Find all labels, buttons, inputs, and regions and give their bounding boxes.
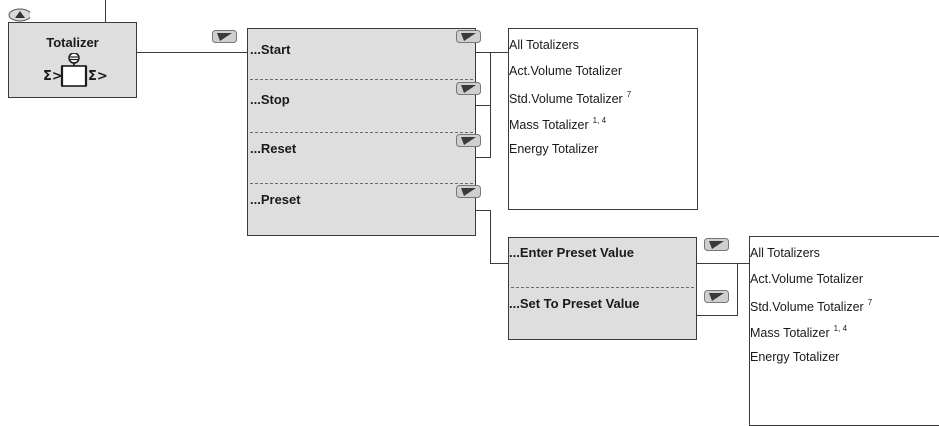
divider <box>250 132 473 133</box>
enter-preset-arrow-icon[interactable] <box>704 238 730 252</box>
divider <box>250 183 473 184</box>
option-energy-totalizer[interactable]: Energy Totalizer <box>750 350 840 364</box>
reset-arrow-icon[interactable] <box>456 134 482 148</box>
connector-line <box>490 263 508 264</box>
connector-line <box>490 210 491 263</box>
start-arrow-icon[interactable] <box>456 30 482 44</box>
totalizer-title: Totalizer <box>46 35 99 50</box>
connector-line <box>697 315 738 316</box>
option-all-totalizers[interactable]: All Totalizers <box>750 246 820 260</box>
preset-arrow-icon[interactable] <box>456 185 482 199</box>
connector-line <box>137 52 247 53</box>
connector-line <box>476 210 490 211</box>
footnote-ref: 1, 4 <box>592 116 607 125</box>
connector-line <box>476 52 508 53</box>
preset-menu: ...Enter Preset Value ...Set To Preset V… <box>508 237 697 340</box>
scroll-up-icon[interactable] <box>8 8 30 22</box>
sigma-left-symbol: Σ> <box>43 69 63 84</box>
totalizer-box[interactable]: Totalizer Σ> Σ> <box>8 22 137 98</box>
connector-line <box>490 52 491 157</box>
set-preset-arrow-icon[interactable] <box>704 290 730 304</box>
stop-arrow-icon[interactable] <box>456 82 482 96</box>
sigma-right-symbol: Σ> <box>88 69 107 84</box>
menu-item-set-to-preset-value[interactable]: ...Set To Preset Value <box>509 296 640 311</box>
preset-options-list: All Totalizers Act.Volume Totalizer Std.… <box>749 236 939 426</box>
connector-line <box>476 105 491 106</box>
footnote-ref: 7 <box>626 90 632 99</box>
option-act-volume-totalizer[interactable]: Act.Volume Totalizer <box>509 64 623 78</box>
option-act-volume-totalizer[interactable]: Act.Volume Totalizer <box>750 272 864 286</box>
menu-item-start[interactable]: ...Start <box>250 42 291 57</box>
footnote-ref: 7 <box>867 298 873 307</box>
connector-line <box>105 0 106 22</box>
footnote-ref: 1, 4 <box>833 324 848 333</box>
menu-item-stop[interactable]: ...Stop <box>250 92 290 107</box>
menu-item-enter-preset-value[interactable]: ...Enter Preset Value <box>509 245 635 260</box>
menu-item-preset[interactable]: ...Preset <box>250 192 301 207</box>
menu-item-reset[interactable]: ...Reset <box>250 141 297 156</box>
totalizer-command-menu: ...Start ...Stop ...Reset ...Preset <box>247 28 476 236</box>
totalizer-options-list: All Totalizers Act.Volume Totalizer Std.… <box>508 28 698 210</box>
divider <box>511 287 694 288</box>
flowmeter-icon: Σ> Σ> <box>43 53 107 87</box>
option-all-totalizers[interactable]: All Totalizers <box>509 38 579 52</box>
option-energy-totalizer[interactable]: Energy Totalizer <box>509 142 599 156</box>
next-arrow-icon[interactable] <box>212 30 238 44</box>
connector-line <box>476 157 491 158</box>
divider <box>250 79 473 80</box>
connector-line <box>697 263 749 264</box>
connector-line <box>737 263 738 315</box>
